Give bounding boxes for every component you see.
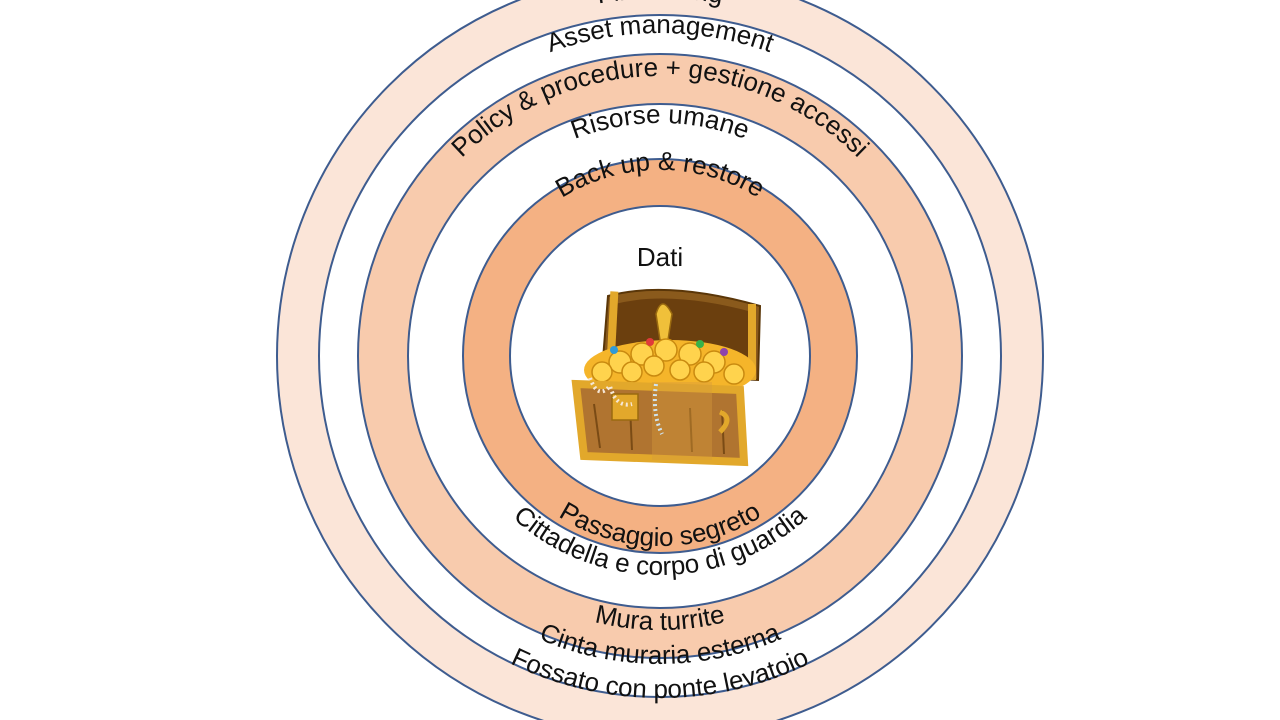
treasure-chest-icon — [571, 288, 762, 467]
label-dati: Dati — [637, 242, 683, 272]
